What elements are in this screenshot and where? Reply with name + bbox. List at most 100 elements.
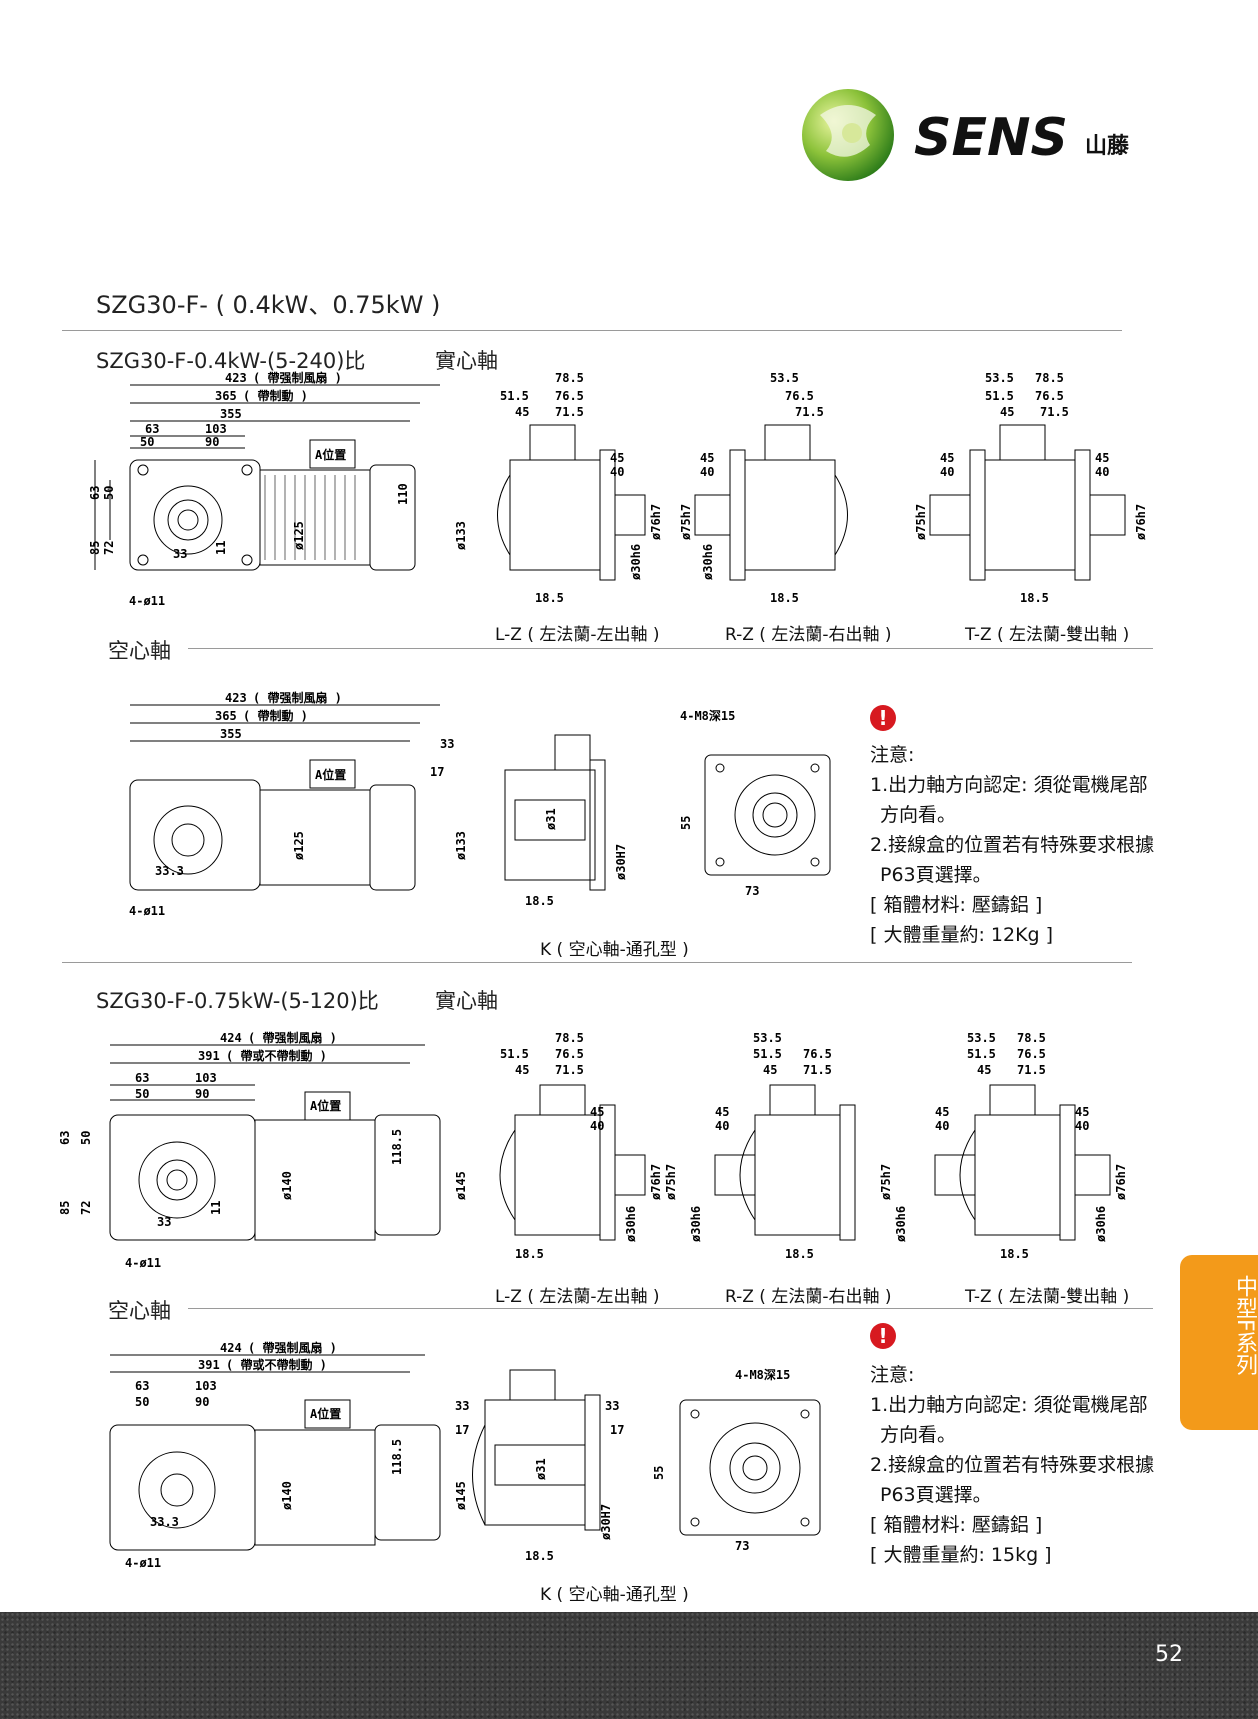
svg-text:ø76h7: ø76h7: [1114, 1164, 1128, 1200]
svg-text:40: 40: [1075, 1119, 1089, 1133]
svg-text:ø30h6: ø30h6: [1094, 1206, 1108, 1242]
section1-warning-icon: !: [870, 705, 896, 731]
svg-text:365: 365: [215, 709, 237, 723]
svg-text:ø76h7: ø76h7: [649, 1164, 663, 1200]
section2-front-drawing: 424 ( 帶强制風扇 ) 391 ( 帶或不帶制動 ) 63 103 50 9…: [58, 1030, 468, 1270]
svg-text:ø30h6: ø30h6: [689, 1206, 703, 1242]
svg-text:18.5: 18.5: [1020, 591, 1049, 605]
svg-text:45: 45: [940, 451, 954, 465]
section1-hollow-rule: [188, 648, 1153, 649]
section2-title: SZG30-F-0.75kW-(5-120)比: [96, 989, 379, 1013]
svg-text:45: 45: [590, 1105, 604, 1119]
svg-text:73: 73: [745, 884, 759, 898]
svg-text:76.5: 76.5: [1017, 1047, 1046, 1061]
svg-text:50: 50: [102, 486, 116, 500]
svg-text:( 帶或不帶制動 ): ( 帶或不帶制動 ): [226, 1048, 327, 1063]
svg-text:( 帶强制風扇 ): ( 帶强制風扇 ): [253, 370, 342, 385]
footer-band: 52: [0, 1612, 1258, 1719]
svg-text:ø30H7: ø30H7: [614, 844, 628, 880]
svg-text:103: 103: [195, 1071, 217, 1085]
svg-text:90: 90: [195, 1395, 209, 1409]
svg-text:424: 424: [220, 1031, 242, 1045]
title-rule: [62, 330, 1122, 331]
svg-text:423: 423: [225, 691, 247, 705]
svg-text:103: 103: [205, 422, 227, 436]
svg-text:45: 45: [515, 1063, 529, 1077]
svg-text:53.5: 53.5: [770, 371, 799, 385]
svg-text:ø76h7: ø76h7: [1134, 504, 1148, 540]
section2-hollow-drawings: 424 ( 帶强制風扇 ) 391 ( 帶或不帶制動 ) 63 103 50 9…: [109, 1340, 821, 1570]
svg-text:78.5: 78.5: [1017, 1031, 1046, 1045]
svg-text:33: 33: [173, 547, 187, 561]
svg-text:40: 40: [590, 1119, 604, 1133]
svg-text:33.3: 33.3: [150, 1515, 179, 1529]
svg-text:45: 45: [700, 451, 714, 465]
svg-text:45: 45: [1075, 1105, 1089, 1119]
svg-text:110: 110: [396, 483, 410, 505]
svg-text:ø31: ø31: [544, 808, 558, 830]
svg-text:73: 73: [735, 1539, 749, 1553]
section1-hollow-label: 空心軸: [108, 639, 171, 663]
section2-notes: 注意: 1.出力軸方向認定: 須從電機尾部 方向看。 2.接線盒的位置若有特殊要…: [870, 1364, 1155, 1566]
section2-side-drawings: 78.5 51.5 76.5 45 71.5 45 40 18.5 ø76h7 …: [499, 1031, 1128, 1261]
svg-text:4-M8深15: 4-M8深15: [735, 1367, 790, 1382]
svg-text:72: 72: [79, 1201, 93, 1215]
svg-text:33: 33: [440, 737, 454, 751]
svg-text:71.5: 71.5: [795, 405, 824, 419]
section1-solid-label: 實心軸: [435, 349, 498, 373]
svg-text:78.5: 78.5: [555, 1031, 584, 1045]
svg-text:71.5: 71.5: [1017, 1063, 1046, 1077]
svg-text:ø133: ø133: [454, 831, 468, 860]
svg-text:17: 17: [455, 1423, 469, 1437]
section2-solid-label: 實心軸: [435, 989, 498, 1013]
svg-text:ø75h7: ø75h7: [879, 1164, 893, 1200]
svg-text:18.5: 18.5: [770, 591, 799, 605]
svg-text:45: 45: [935, 1105, 949, 1119]
svg-text:51.5: 51.5: [500, 1047, 529, 1061]
svg-text:71.5: 71.5: [803, 1063, 832, 1077]
svg-text:51.5: 51.5: [985, 389, 1014, 403]
svg-text:71.5: 71.5: [1040, 405, 1069, 419]
svg-text:4-ø11: 4-ø11: [129, 904, 165, 918]
svg-text:33: 33: [455, 1399, 469, 1413]
svg-text:A位置: A位置: [310, 1098, 341, 1113]
svg-text:18.5: 18.5: [535, 591, 564, 605]
svg-text:51.5: 51.5: [500, 389, 529, 403]
svg-text:ø140: ø140: [280, 1481, 294, 1510]
svg-text:ø75h7: ø75h7: [914, 504, 928, 540]
svg-text:423: 423: [225, 371, 247, 385]
section2-warning-icon: !: [870, 1323, 896, 1349]
svg-text:45: 45: [763, 1063, 777, 1077]
svg-text:4-ø11: 4-ø11: [129, 594, 165, 608]
section1-front-drawing: 423 ( 帶强制風扇 ) 365 ( 帶制動 ) 355 63 103 50 …: [88, 370, 468, 608]
logo: SENS 山藤: [800, 85, 1160, 185]
section2-view-rz: R-Z ( 左法蘭-右出軸 ): [725, 1287, 892, 1307]
svg-text:18.5: 18.5: [1000, 1247, 1029, 1261]
svg-text:40: 40: [715, 1119, 729, 1133]
svg-text:53.5: 53.5: [985, 371, 1014, 385]
svg-text:355: 355: [220, 727, 242, 741]
svg-text:33: 33: [605, 1399, 619, 1413]
svg-text:51.5: 51.5: [967, 1047, 996, 1061]
svg-text:76.5: 76.5: [803, 1047, 832, 1061]
page-title: SZG30-F- ( 0.4kW、0.75kW ): [96, 291, 441, 319]
svg-text:ø145: ø145: [454, 1481, 468, 1510]
svg-text:365: 365: [215, 389, 237, 403]
section2-view-lz: L-Z ( 左法蘭-左出軸 ): [495, 1287, 660, 1307]
svg-text:ø125: ø125: [292, 521, 306, 550]
svg-text:33.3: 33.3: [155, 864, 184, 878]
svg-text:76.5: 76.5: [785, 389, 814, 403]
svg-text:11: 11: [209, 1201, 223, 1215]
svg-text:391: 391: [198, 1049, 220, 1063]
svg-text:71.5: 71.5: [555, 405, 584, 419]
section2-k-caption: K ( 空心軸-通孔型 ): [540, 1585, 689, 1605]
svg-text:78.5: 78.5: [1035, 371, 1064, 385]
svg-text:63: 63: [88, 486, 102, 500]
section-divider: [62, 962, 1132, 963]
svg-text:55: 55: [652, 1466, 666, 1480]
section2-view-tz: T-Z ( 左法蘭-雙出軸 ): [965, 1287, 1130, 1307]
svg-text:63: 63: [135, 1071, 149, 1085]
svg-text:391: 391: [198, 1358, 220, 1372]
svg-text:103: 103: [195, 1379, 217, 1393]
svg-text:72: 72: [102, 541, 116, 555]
